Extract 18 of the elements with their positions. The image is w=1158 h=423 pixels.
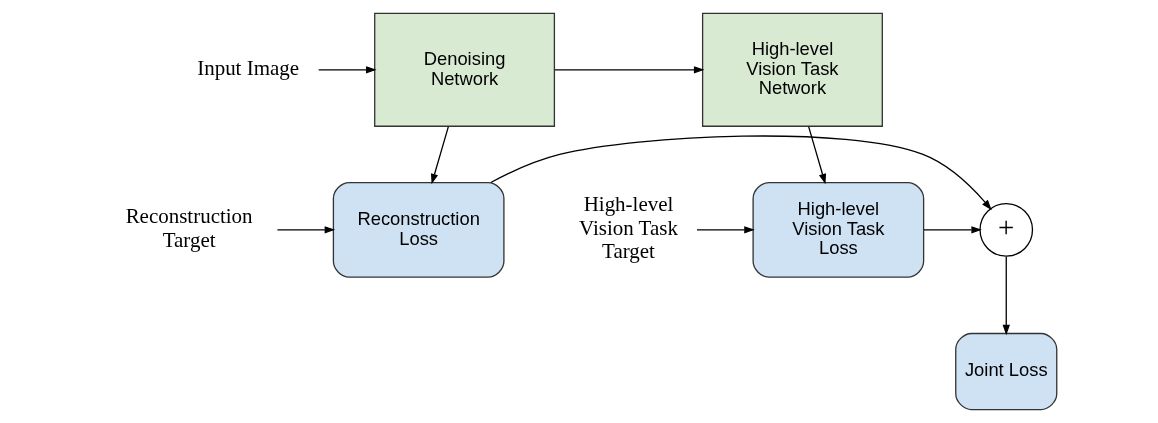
node-box: High-level Vision Task Loss	[752, 182, 925, 278]
arrow	[923, 226, 982, 234]
node-text: Reconstruction Target	[125, 204, 253, 252]
node-circle: +	[979, 202, 1034, 257]
arrow	[808, 126, 827, 185]
node-box: Reconstruction Loss	[332, 182, 505, 278]
node-box: Denoising Network	[374, 12, 556, 127]
node-box: Joint Loss	[955, 332, 1058, 411]
arrow	[318, 66, 377, 74]
node-text: Input Image	[197, 55, 300, 80]
arrow	[554, 66, 705, 74]
node-text: High-level Vision Task Target	[579, 192, 678, 264]
arrow	[276, 226, 336, 234]
arrow	[430, 126, 450, 185]
arrow	[1002, 256, 1010, 336]
arrow	[696, 226, 755, 234]
node-box: High-level Vision Task Network	[701, 12, 883, 127]
arrow	[490, 135, 992, 211]
